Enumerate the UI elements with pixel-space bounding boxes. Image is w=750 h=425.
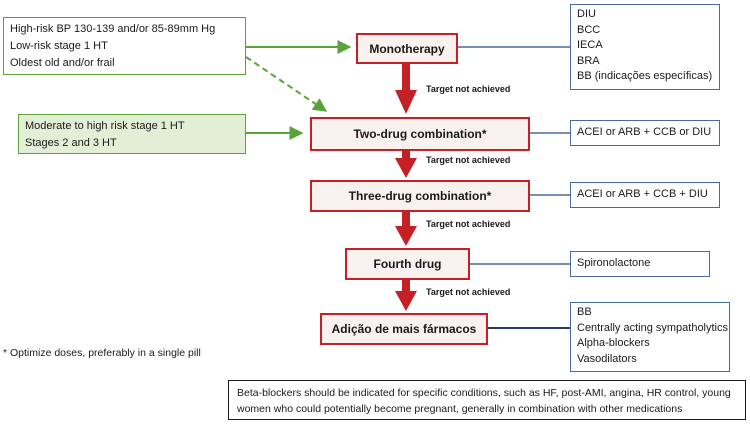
footnote: * Optimize doses, preferably in a single… <box>3 347 201 359</box>
arrow-monotherapy-to-two-drug <box>395 64 417 114</box>
fourth-drug-text: Spironolactone <box>577 257 651 270</box>
step-three-drug-combination: Three-drug combination* <box>310 180 530 212</box>
beta-blocker-note-line: women who could potentially become pregn… <box>237 403 683 415</box>
patient-group-2-line: Moderate to high risk stage 1 HT <box>25 120 185 132</box>
transition-label: Target not achieved <box>426 287 511 297</box>
step-monotherapy-label: Monotherapy <box>369 41 445 56</box>
drug-item: BB (indicações específicas) <box>577 70 713 83</box>
step-more-drugs-label: Adição de mais fármacos <box>331 322 477 336</box>
step-fourth-drug: Fourth drug <box>345 248 470 280</box>
drug-item: BB <box>577 306 592 318</box>
patient-group-1-line: Low-risk stage 1 HT <box>10 40 108 52</box>
drug-item: Centrally acting sympatholytics <box>577 321 729 334</box>
drug-item: BCC <box>577 23 601 36</box>
step-more-drugs: Adição de mais fármacos <box>320 313 488 345</box>
drug-item: Vasodilators <box>577 352 637 365</box>
drug-item: DIU <box>577 8 596 20</box>
two-drug-options: ACEI or ARB + CCB or DIU <box>570 120 720 146</box>
transition-label: Target not achieved <box>426 84 511 94</box>
three-drug-text: ACEI or ARB + CCB + DIU <box>577 188 708 201</box>
step-two-drug-combination: Two-drug combination* <box>310 117 530 151</box>
more-drug-list: BB Centrally acting sympatholytics Alpha… <box>570 302 730 372</box>
step-monotherapy: Monotherapy <box>356 33 458 64</box>
transition-label: Target not achieved <box>426 155 511 165</box>
two-drug-text: ACEI or ARB + CCB or DIU <box>577 126 712 139</box>
step-three-drug-label: Three-drug combination* <box>348 189 492 203</box>
patient-group-2-line: Stages 2 and 3 HT <box>25 137 117 149</box>
beta-blocker-note-line: Beta-blockers should be indicated for sp… <box>237 387 731 399</box>
step-two-drug-label: Two-drug combination* <box>353 127 487 141</box>
transition-label: Target not achieved <box>426 219 511 229</box>
arrow-fourth-to-more <box>395 280 417 311</box>
patient-group-1: High-risk BP 130-139 and/or 85-89mm Hg L… <box>3 17 246 75</box>
monotherapy-drug-list: DIU BCC IECA BRA BB (indicações específi… <box>570 4 720 90</box>
drug-item: IECA <box>577 39 603 52</box>
drug-item: Alpha-blockers <box>577 337 650 350</box>
beta-blocker-note: Beta-blockers should be indicated for sp… <box>228 380 746 420</box>
arrow-three-drug-to-fourth <box>395 212 417 246</box>
patient-group-2: Moderate to high risk stage 1 HT Stages … <box>18 114 246 154</box>
drug-item: BRA <box>577 54 600 67</box>
patient-group-1-line: High-risk BP 130-139 and/or 85-89mm Hg <box>10 23 216 35</box>
arrow-two-drug-to-three-drug <box>395 151 417 178</box>
step-fourth-drug-label: Fourth drug <box>373 257 442 271</box>
fourth-drug-option: Spironolactone <box>570 251 710 277</box>
group1-to-two-drug-dashed-arrow <box>245 56 328 112</box>
patient-group-1-line: Oldest old and/or frail <box>10 57 115 69</box>
three-drug-options: ACEI or ARB + CCB + DIU <box>570 182 720 208</box>
